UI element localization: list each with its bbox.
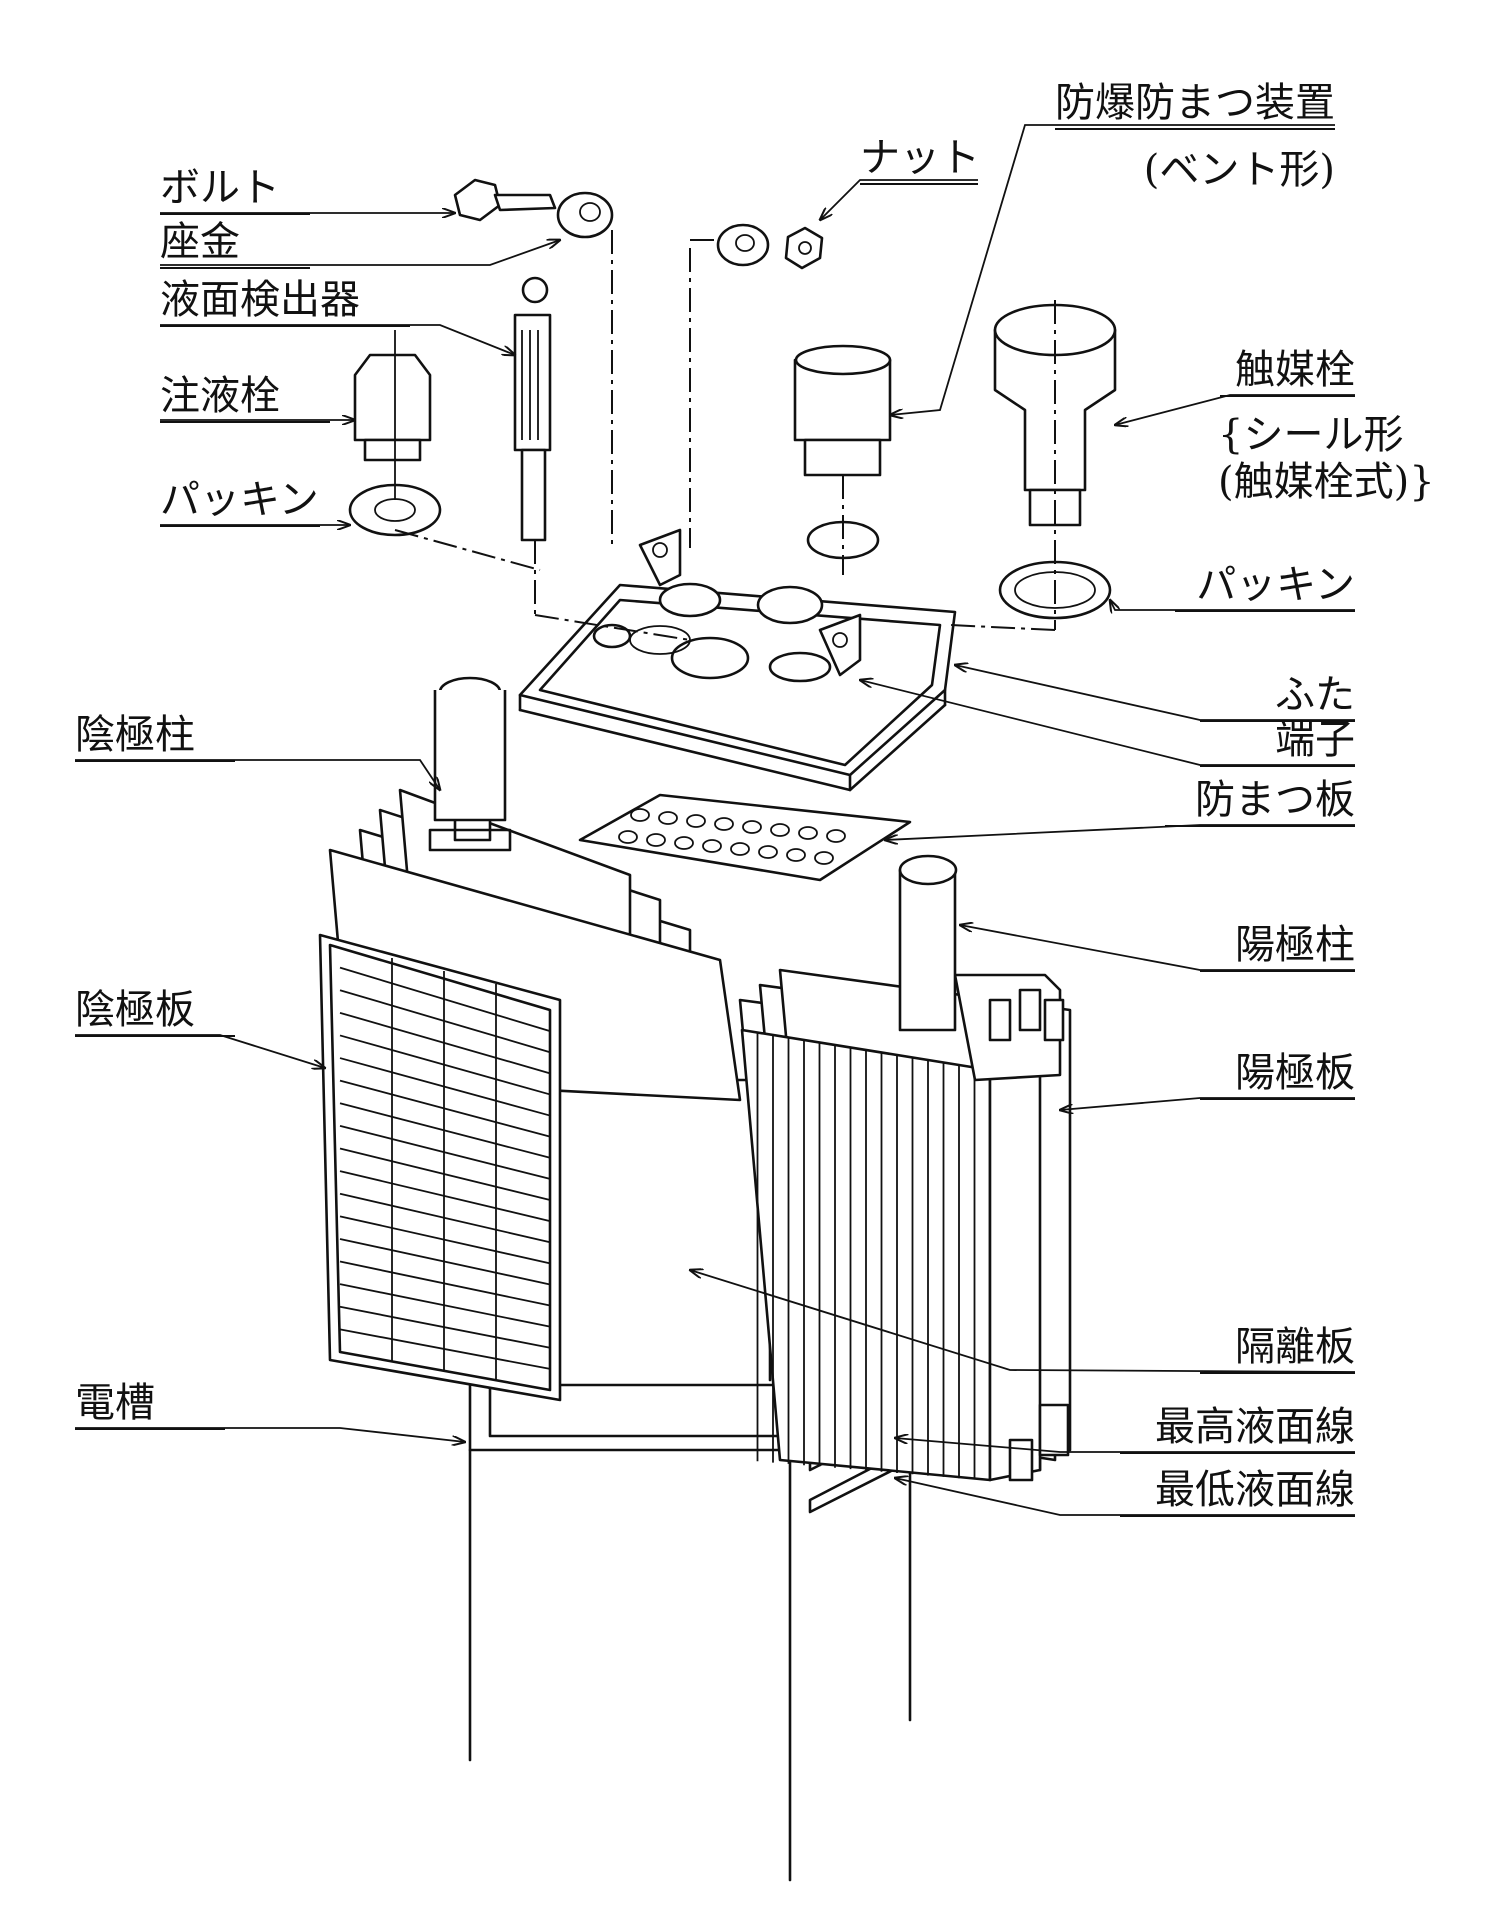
assembly-centerlines (394, 230, 1056, 641)
spray-hole (674, 836, 694, 850)
spray-hole (714, 817, 734, 831)
grid-row (339, 966, 551, 1032)
label-positive-plate: 陽極板 (1200, 1053, 1355, 1100)
spray-hole (730, 842, 750, 856)
label-explosion-proof-vent: 防爆防まつ装置 (1055, 83, 1335, 130)
label-anti-spray-plate: 防まつ板 (1165, 780, 1355, 827)
spray-hole (658, 811, 678, 825)
label-negative-pole: 陰極柱 (75, 715, 235, 762)
grid-row (339, 989, 551, 1054)
spray-hole (618, 830, 638, 844)
filling-plug-drawing (353, 353, 432, 462)
grid-row (339, 1147, 551, 1201)
grid-row (339, 1305, 551, 1349)
grid-row (339, 1102, 551, 1159)
label-separator: 隔離板 (1200, 1327, 1355, 1374)
label-packing-left: パッキン (160, 480, 320, 527)
grid-row (339, 1034, 551, 1096)
label-catalyst-plug-type: (触媒栓式)} (1218, 459, 1435, 505)
grid-row (339, 1283, 551, 1328)
label-positive-pole: 陽極柱 (1200, 925, 1355, 972)
spray-hole (646, 833, 666, 847)
label-level-detector: 液面検出器 (160, 280, 410, 327)
spray-hole (826, 829, 846, 843)
spray-hole (686, 814, 706, 828)
bolt-drawing (453, 178, 557, 222)
spray-hole (630, 808, 650, 822)
grid-row (339, 1215, 551, 1265)
label-filling-plug: 注液栓 (160, 376, 330, 423)
spray-hole (702, 839, 722, 853)
spray-hole (742, 820, 762, 834)
label-terminal: 端子 (1200, 720, 1355, 767)
spray-hole (758, 845, 778, 859)
grid-row (339, 1238, 551, 1286)
spray-hole (786, 848, 806, 862)
grid-row (339, 1125, 551, 1180)
washer-drawing (556, 191, 614, 239)
label-container: 電槽 (75, 1383, 225, 1430)
label-bolt: ボルト (160, 168, 310, 215)
nut-drawing (716, 223, 824, 270)
spray-hole (770, 823, 790, 837)
grid-row (339, 1057, 551, 1117)
grid-row (339, 1192, 551, 1244)
label-catalyst-plug: 触媒栓 (1220, 350, 1355, 397)
label-min-level-line: 最低液面線 (1120, 1470, 1355, 1517)
grid-row (339, 1260, 551, 1307)
label-nut: ナット (860, 138, 980, 185)
label-seal-type: {シール形 (1218, 412, 1404, 458)
anti-spray-plate-drawing (578, 793, 912, 882)
label-packing-right: パッキン (1175, 565, 1355, 612)
grid-row (339, 1079, 551, 1138)
grid-row (339, 1170, 551, 1222)
vent-plug-drawing (793, 344, 892, 560)
label-max-level-line: 最高液面線 (1120, 1407, 1355, 1454)
grid-row (339, 1328, 551, 1370)
label-washer: 座金 (160, 222, 310, 269)
label-lid: ふた (1200, 675, 1355, 722)
level-detector-drawing (513, 276, 552, 542)
negative-plate-drawing (318, 676, 742, 1402)
terminal-drawing (629, 625, 691, 655)
lid-drawing (518, 528, 957, 792)
positive-plate-drawing (738, 968, 1072, 1482)
spray-hole (814, 851, 834, 865)
label-vent-type: (ベント形) (1143, 147, 1335, 193)
positive-pole-drawing (898, 854, 958, 1032)
grid-row (339, 1011, 551, 1075)
label-negative-plate: 陰極板 (75, 990, 235, 1037)
spray-hole (798, 826, 818, 840)
